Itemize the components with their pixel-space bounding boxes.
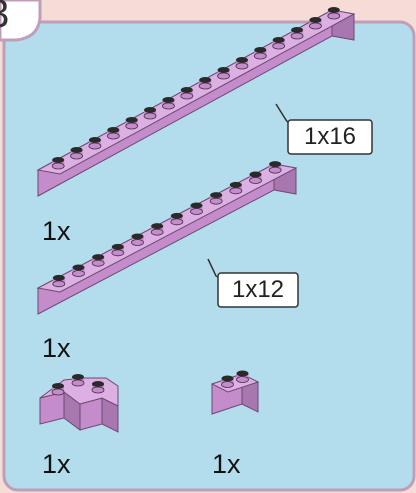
stud-base <box>170 218 184 226</box>
quantity-label-1x16: 1x <box>42 216 71 246</box>
stud-top <box>72 374 84 380</box>
stud-top <box>269 161 282 168</box>
stud-base <box>180 92 194 100</box>
stud-base <box>106 132 120 140</box>
stud-top <box>52 274 65 281</box>
stud-base <box>88 142 102 150</box>
stud-top <box>217 67 230 73</box>
stud-base <box>249 177 262 184</box>
stud-base <box>327 12 341 20</box>
stud-top <box>107 127 120 133</box>
stud-base <box>111 249 125 257</box>
stud-base <box>268 166 282 174</box>
stud-top <box>170 212 183 219</box>
step-badge <box>0 0 42 42</box>
stud-base <box>229 187 243 195</box>
callout-label-1x16: 1x16 <box>303 123 357 150</box>
stud-top <box>92 254 105 261</box>
stud-base <box>253 52 267 60</box>
stud-base <box>71 379 85 387</box>
stud-base <box>309 22 322 30</box>
stud-top <box>88 137 101 143</box>
stud-top <box>190 202 203 209</box>
stud-base <box>221 381 234 388</box>
stud-top <box>70 147 83 153</box>
stud-base <box>272 42 286 50</box>
stud-top <box>210 192 223 199</box>
stud-top <box>151 223 164 230</box>
stud-top <box>229 181 242 188</box>
stud-top <box>249 171 262 178</box>
stud-top <box>125 117 138 123</box>
stud-base <box>150 228 164 236</box>
stud-base <box>91 386 105 394</box>
stud-top <box>92 381 104 387</box>
stud-top <box>199 77 212 83</box>
stud-top <box>309 17 322 23</box>
callout-box-1x12 <box>217 272 299 308</box>
brick-1x16 <box>36 7 356 197</box>
callout-box-1x16 <box>287 119 373 155</box>
brick-1x2 <box>210 370 260 415</box>
stud-top <box>327 7 340 13</box>
stud-top <box>52 157 65 163</box>
stud-top <box>254 47 267 53</box>
stud-top <box>236 370 249 377</box>
brick-corner <box>39 374 119 433</box>
stud-top <box>272 37 285 43</box>
stud-top <box>52 383 64 389</box>
stud-top <box>144 107 157 113</box>
brick-1x12 <box>36 161 298 315</box>
stud-base <box>131 239 144 246</box>
stud-top <box>111 243 124 250</box>
stud-top <box>180 87 193 93</box>
stud-base <box>209 197 223 205</box>
stud-base <box>198 82 212 90</box>
quantity-label-corner: 1x <box>42 449 71 479</box>
stud-base <box>190 208 203 215</box>
step-number: 3 <box>0 0 9 34</box>
stud-top <box>235 57 248 63</box>
stud-base <box>72 270 85 277</box>
callout-label-1x12: 1x12 <box>231 276 285 303</box>
stud-top <box>162 97 175 103</box>
stud-top <box>72 264 85 271</box>
stud-base <box>290 32 304 40</box>
stud-base <box>143 112 157 120</box>
stud-base <box>51 162 65 170</box>
stud-base <box>52 280 66 288</box>
stud-base <box>235 62 249 70</box>
quantity-label-1x12: 1x <box>42 333 71 363</box>
stud-base <box>70 152 83 160</box>
stud-base <box>91 259 105 267</box>
stud-top <box>291 27 304 33</box>
stud-top <box>131 233 144 240</box>
stud-base <box>162 102 175 110</box>
stud-top <box>221 375 234 382</box>
stud-base <box>125 122 139 130</box>
stud-base <box>236 376 249 383</box>
stud-base <box>217 72 230 80</box>
quantity-label-1x2: 1x <box>212 449 241 479</box>
stud-base <box>51 388 65 396</box>
